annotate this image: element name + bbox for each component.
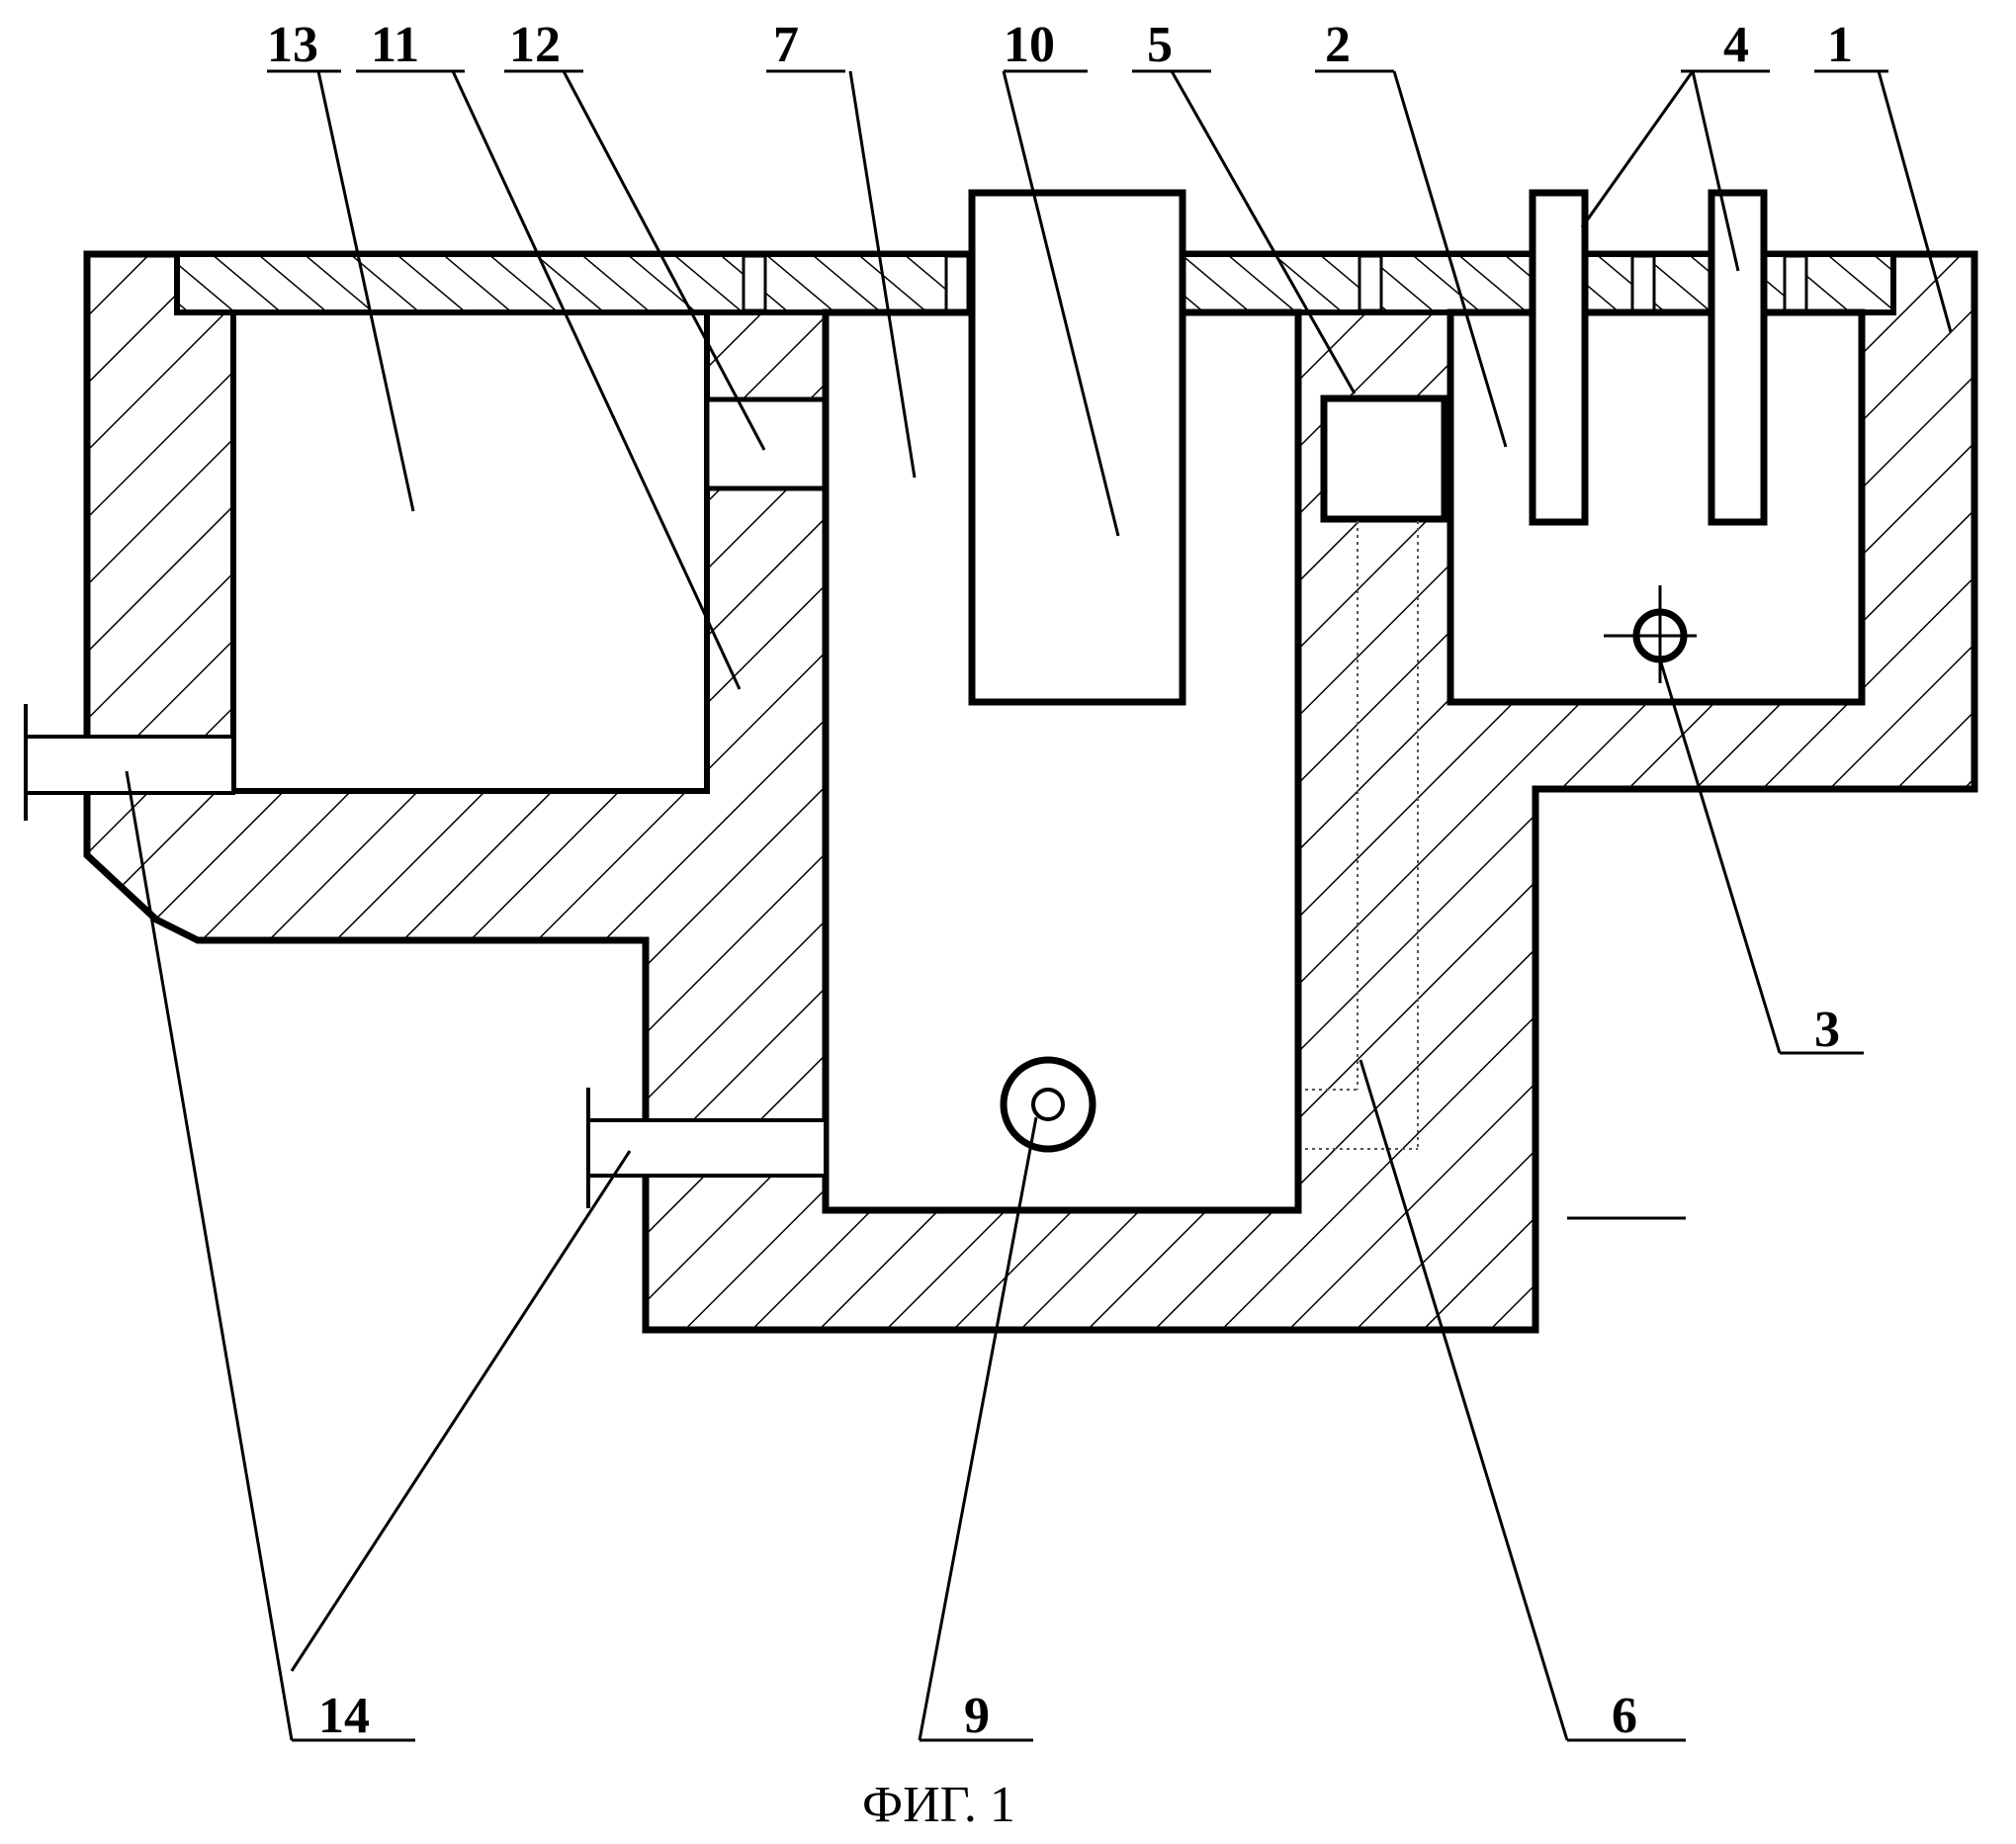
label-7: 7 (773, 17, 799, 73)
label-6: 6 (1612, 1688, 1637, 1744)
electrode-4b (1711, 193, 1764, 522)
label-2: 2 (1325, 17, 1351, 73)
label-9: 9 (964, 1688, 990, 1744)
label-13: 13 (267, 17, 318, 73)
label-10: 10 (1004, 17, 1055, 73)
block-5 (1324, 398, 1445, 519)
label-14: 14 (318, 1688, 370, 1744)
label-11: 11 (371, 17, 419, 73)
label-1: 1 (1827, 17, 1853, 73)
figure-caption: ФИГ. 1 (862, 1777, 1015, 1833)
label-4: 4 (1723, 17, 1749, 73)
electrode-4a (1533, 193, 1585, 522)
chamber-13 (233, 312, 707, 791)
label-5: 5 (1147, 17, 1173, 73)
label-12: 12 (509, 17, 561, 73)
chamber-2 (1450, 312, 1862, 702)
channel-12 (707, 399, 826, 488)
label-3: 3 (1814, 1002, 1840, 1058)
element-10 (972, 193, 1183, 702)
